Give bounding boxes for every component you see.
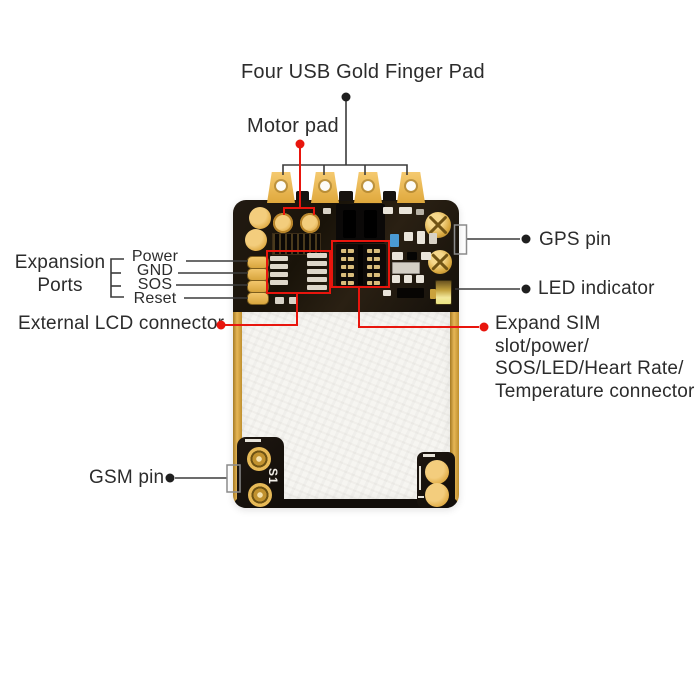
gsm-corner-block: S1 xyxy=(237,437,284,508)
silkscreen-mark xyxy=(245,439,261,442)
expansion-port-pad-reset xyxy=(247,292,269,305)
led-indicator-component xyxy=(435,280,452,305)
fpc-connector-chip xyxy=(272,233,321,255)
connector-slot xyxy=(358,245,363,285)
smd-component xyxy=(397,288,424,298)
pad-hole xyxy=(363,181,373,191)
callout-label-lcd-connector: External LCD connector xyxy=(18,313,225,334)
pin-label-reset: Reset xyxy=(133,290,177,307)
usb-gold-finger-pad xyxy=(397,172,425,203)
smd-component xyxy=(383,207,393,214)
sim-connector-chip xyxy=(336,244,386,286)
callout-dot-gps xyxy=(521,234,531,244)
lcd-connector-pad xyxy=(270,272,288,277)
motor-pad-circle xyxy=(273,213,293,233)
smd-component xyxy=(404,232,413,241)
usb-gold-finger-pad xyxy=(267,172,295,203)
lcd-connector-pad xyxy=(307,285,327,290)
lcd-connector-pad xyxy=(270,280,288,285)
smd-component xyxy=(430,289,436,299)
gps-pin-pad xyxy=(428,250,452,274)
pcb-edge-notch xyxy=(339,191,353,201)
pin-label-power: Power xyxy=(131,248,179,265)
callout-dot-gsm xyxy=(165,473,175,483)
gold-edge-right xyxy=(450,312,459,502)
callout-label-gsm-pin: GSM pin xyxy=(89,467,165,488)
smd-component xyxy=(390,234,399,247)
smd-component xyxy=(392,252,403,260)
smd-component xyxy=(399,207,412,214)
connector-slot xyxy=(343,210,356,238)
connector-contact xyxy=(341,273,354,277)
pcb-bottom-edge xyxy=(235,499,457,508)
lcd-connector-pad xyxy=(270,256,288,261)
connector-contact xyxy=(341,249,354,253)
usb-gold-finger-pad xyxy=(311,172,339,203)
connector-contact xyxy=(367,249,380,253)
connector-contact xyxy=(341,257,354,261)
pcb-edge-notch xyxy=(383,191,396,201)
mounting-pad xyxy=(245,229,267,251)
gsm-pin-pad xyxy=(247,447,271,471)
callout-label-motor-pad: Motor pad xyxy=(247,115,339,137)
pad-hole xyxy=(276,181,286,191)
connector-contact xyxy=(367,265,380,269)
corner-block-bottom-right xyxy=(417,452,455,508)
callout-dot-motor xyxy=(295,139,305,149)
silkscreen-mark xyxy=(419,466,421,490)
lcd-connector-pad xyxy=(307,261,327,266)
pcb-board: S1 xyxy=(233,200,459,508)
usb-gold-finger-pad xyxy=(354,172,382,203)
pad-hole xyxy=(320,181,330,191)
connector-contact xyxy=(367,257,380,261)
smd-component xyxy=(383,290,391,296)
corner-pad xyxy=(425,460,449,484)
smd-component xyxy=(392,275,400,283)
motor-connector-block xyxy=(336,204,385,243)
connector-contact xyxy=(341,281,354,285)
smd-component xyxy=(429,233,437,244)
silkscreen-mark xyxy=(423,454,435,457)
pin-label-sos: SOS xyxy=(137,276,173,293)
smd-component xyxy=(404,275,412,283)
connector-contact xyxy=(341,265,354,269)
lcd-connector-pad xyxy=(307,277,327,282)
gsm-pin-pad xyxy=(248,483,272,507)
callout-dot-sim xyxy=(479,322,489,332)
pcb-top-section xyxy=(233,200,459,312)
smd-component xyxy=(417,231,425,244)
silkscreen-s1: S1 xyxy=(266,468,280,485)
pcb-edge-notch xyxy=(296,191,309,201)
callout-label-gps-pin: GPS pin xyxy=(539,229,612,250)
smd-component xyxy=(323,208,331,214)
callout-label-led-indicator: LED indicator xyxy=(538,278,655,299)
callout-dot-led xyxy=(521,284,531,294)
bracket-usb xyxy=(282,164,408,175)
connector-slot xyxy=(364,210,377,238)
smd-component xyxy=(416,209,424,215)
connector-contact xyxy=(367,281,380,285)
callout-label-usb-pads: Four USB Gold Finger Pad xyxy=(241,61,485,83)
pad-hole xyxy=(406,181,416,191)
callout-label-expansion-ports: Expansion Ports xyxy=(14,252,106,296)
smd-component xyxy=(416,275,424,283)
lcd-connector-pad xyxy=(270,264,288,269)
gold-edge-left xyxy=(233,312,242,502)
callout-label-sim-connector: Expand SIM slot/power/ SOS/LED/Heart Rat… xyxy=(495,313,695,402)
motor-pad-circle xyxy=(300,213,320,233)
lcd-connector-pad xyxy=(307,269,327,274)
smd-component xyxy=(407,252,417,260)
smd-component xyxy=(289,297,298,304)
mounting-pad xyxy=(249,207,271,229)
corner-pad xyxy=(425,483,449,507)
silkscreen-mark xyxy=(418,496,424,498)
smd-component xyxy=(421,252,431,260)
crystal-component xyxy=(392,262,420,274)
connector-contact xyxy=(367,273,380,277)
pin-label-gnd: GND xyxy=(136,262,174,279)
lcd-connector-pad xyxy=(307,253,327,258)
smd-component xyxy=(275,297,284,304)
callout-dot-usb xyxy=(341,92,351,102)
